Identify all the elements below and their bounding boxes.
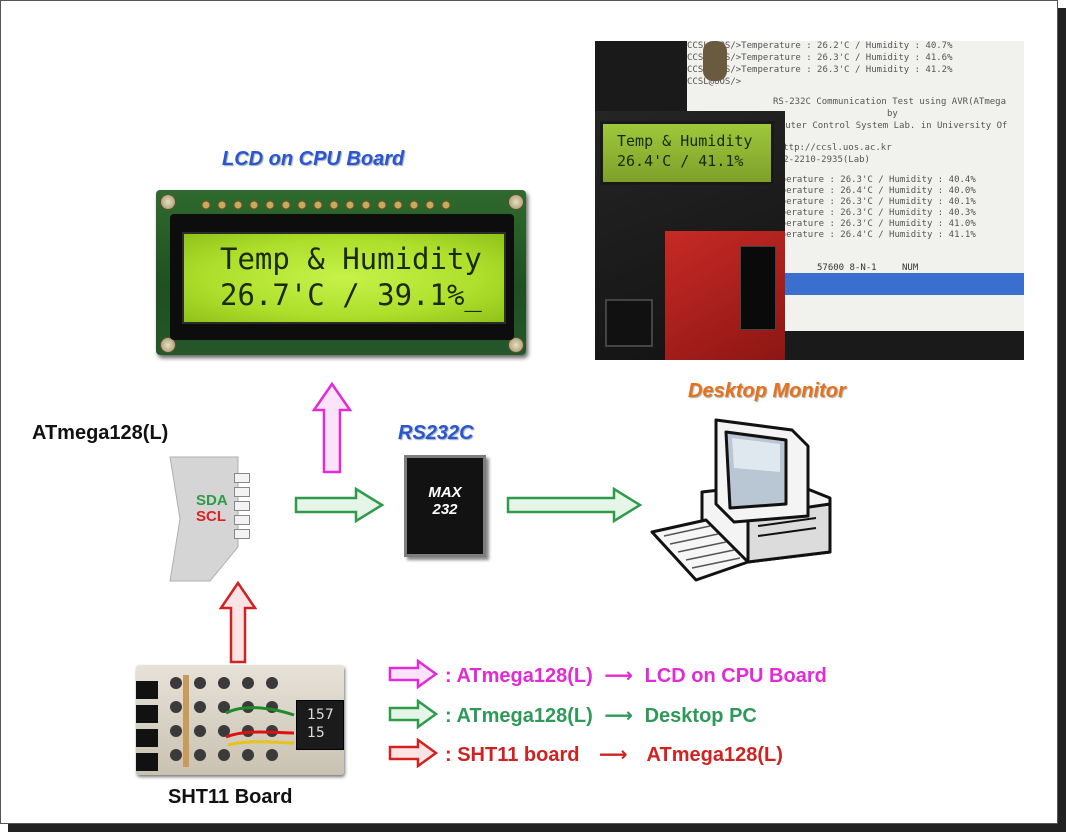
sensor-label-line-1: 157 bbox=[307, 707, 334, 723]
lcd-screw bbox=[508, 337, 524, 353]
arrow-up-magenta bbox=[311, 381, 353, 474]
legend-arrow-glyph: ⟶ bbox=[604, 665, 634, 687]
monitor-line: >Temperature : 26.3'C / Humidity : 40.3% bbox=[759, 208, 976, 218]
mcu-pin bbox=[234, 529, 250, 539]
max232-label-line-2: 232 bbox=[432, 501, 458, 518]
desktop-computer-icon bbox=[650, 418, 832, 582]
monitor-line: >Temperature : 26.3'C / Humidity : 40.1% bbox=[759, 197, 976, 207]
monitor-line: : 02-2210-2935(Lab) bbox=[767, 155, 870, 165]
sht11-board: 157 15 bbox=[136, 665, 344, 775]
monitor-line: >Temperature : 26.4'C / Humidity : 41.1% bbox=[759, 230, 976, 240]
board-header-pin bbox=[136, 753, 158, 771]
mcu-pin bbox=[234, 487, 250, 497]
legend-destination: Desktop PC bbox=[644, 705, 757, 727]
max232-chip: MAX 232 bbox=[404, 455, 486, 557]
photo-mcu-chip bbox=[605, 299, 653, 347]
monitor-line: CCSL@UOS/>Temperature : 26.2'C / Humidit… bbox=[687, 41, 953, 51]
monitor-line: CCSL@UOS/>Temperature : 26.3'C / Humidit… bbox=[687, 53, 953, 63]
legend-source: : SHT11 board bbox=[445, 744, 580, 766]
legend-arrow-green bbox=[388, 699, 439, 729]
monitor-line: by bbox=[887, 109, 898, 119]
legend-row-sht11: : SHT11 board ⟶ ATmega128(L) bbox=[445, 742, 783, 767]
monitor-status-text: 57600 8-N-1 bbox=[817, 263, 877, 273]
lcd-screw bbox=[160, 194, 176, 210]
photo-seven-segment bbox=[740, 246, 776, 330]
monitor-num-text: NUM bbox=[902, 263, 919, 273]
photo-lcd-line-1: Temp & Humidity bbox=[617, 132, 753, 150]
mcu-title: ATmega128(L) bbox=[32, 422, 169, 444]
monitor-line: CCSL@UOS/>Temperature : 26.3'C / Humidit… bbox=[687, 65, 953, 75]
arrow-up-red bbox=[218, 580, 258, 664]
sht11-sensor: 157 15 bbox=[296, 700, 344, 750]
legend-row-lcd: : ATmega128(L) ⟶ LCD on CPU Board bbox=[445, 663, 827, 688]
mcu-pin bbox=[234, 473, 250, 483]
sht11-title: SHT11 Board bbox=[168, 786, 293, 808]
legend-arrow-red bbox=[388, 738, 439, 768]
mcu-chip-body bbox=[169, 456, 239, 582]
board-hole-grid bbox=[170, 675, 295, 767]
legend-arrow-magenta bbox=[388, 659, 439, 689]
legend-destination: LCD on CPU Board bbox=[644, 665, 827, 687]
legend-row-desktop: : ATmega128(L) ⟶ Desktop PC bbox=[445, 703, 757, 728]
lcd-line-1: Temp & Humidity bbox=[220, 242, 482, 276]
monitor-line: RS-232C Communication Test using AVR(ATm… bbox=[773, 97, 1006, 107]
lcd-screen: Temp & Humidity 26.7'C / 39.1%_ bbox=[182, 232, 506, 324]
monitor-line: omputer Control System Lab. in Universit… bbox=[769, 121, 1008, 131]
monitor-line: >Temperature : 26.4'C / Humidity : 40.0% bbox=[759, 186, 976, 196]
legend-arrow-glyph: ⟶ bbox=[599, 744, 628, 766]
board-header-pin bbox=[136, 705, 158, 723]
desktop-title: Desktop Monitor bbox=[688, 380, 846, 402]
mcu-pin bbox=[234, 515, 250, 525]
lcd-header-pins bbox=[200, 198, 470, 210]
legend-source: : ATmega128(L) bbox=[445, 665, 593, 687]
lcd-screw bbox=[508, 194, 524, 210]
monitor-line: >Temperature : 26.3'C / Humidity : 40.4% bbox=[759, 175, 976, 185]
lcd-screw bbox=[160, 337, 176, 353]
setup-photo: CCSL@UOS/>Temperature : 26.2'C / Humidit… bbox=[595, 41, 1024, 360]
max232-label-line-1: MAX bbox=[428, 484, 462, 501]
sensor-label-line-2: 15 bbox=[307, 725, 325, 741]
mcu-chip: SDA SCL bbox=[168, 455, 250, 583]
lcd-pin-row bbox=[201, 200, 451, 210]
legend-source: : ATmega128(L) bbox=[445, 705, 593, 727]
scl-label: SCL bbox=[196, 508, 226, 525]
mcu-pin bbox=[234, 501, 250, 511]
monitor-line: : http://ccsl.uos.ac.kr bbox=[767, 143, 892, 153]
photo-potentiometer bbox=[703, 41, 727, 81]
sda-label: SDA bbox=[196, 492, 228, 509]
photo-lcd-line-2: 26.4'C / 41.1% bbox=[617, 152, 744, 170]
lcd-line-2: 26.7'C / 39.1%_ bbox=[220, 278, 482, 312]
legend-destination: ATmega128(L) bbox=[646, 744, 783, 766]
board-header-pin bbox=[136, 729, 158, 747]
lcd-title: LCD on CPU Board bbox=[222, 148, 405, 170]
legend-arrow-glyph: ⟶ bbox=[604, 705, 634, 727]
monitor-line: >Temperature : 26.3'C / Humidity : 41.0% bbox=[759, 219, 976, 229]
photo-lcd: Temp & Humidity 26.4'C / 41.1% bbox=[600, 121, 774, 185]
monitor-line: CCSL@UOS/> bbox=[687, 77, 742, 87]
arrow-right-green bbox=[506, 486, 643, 524]
arrow-right-green bbox=[294, 486, 385, 524]
board-header-pin bbox=[136, 681, 158, 699]
rs232-title: RS232C bbox=[398, 422, 474, 444]
